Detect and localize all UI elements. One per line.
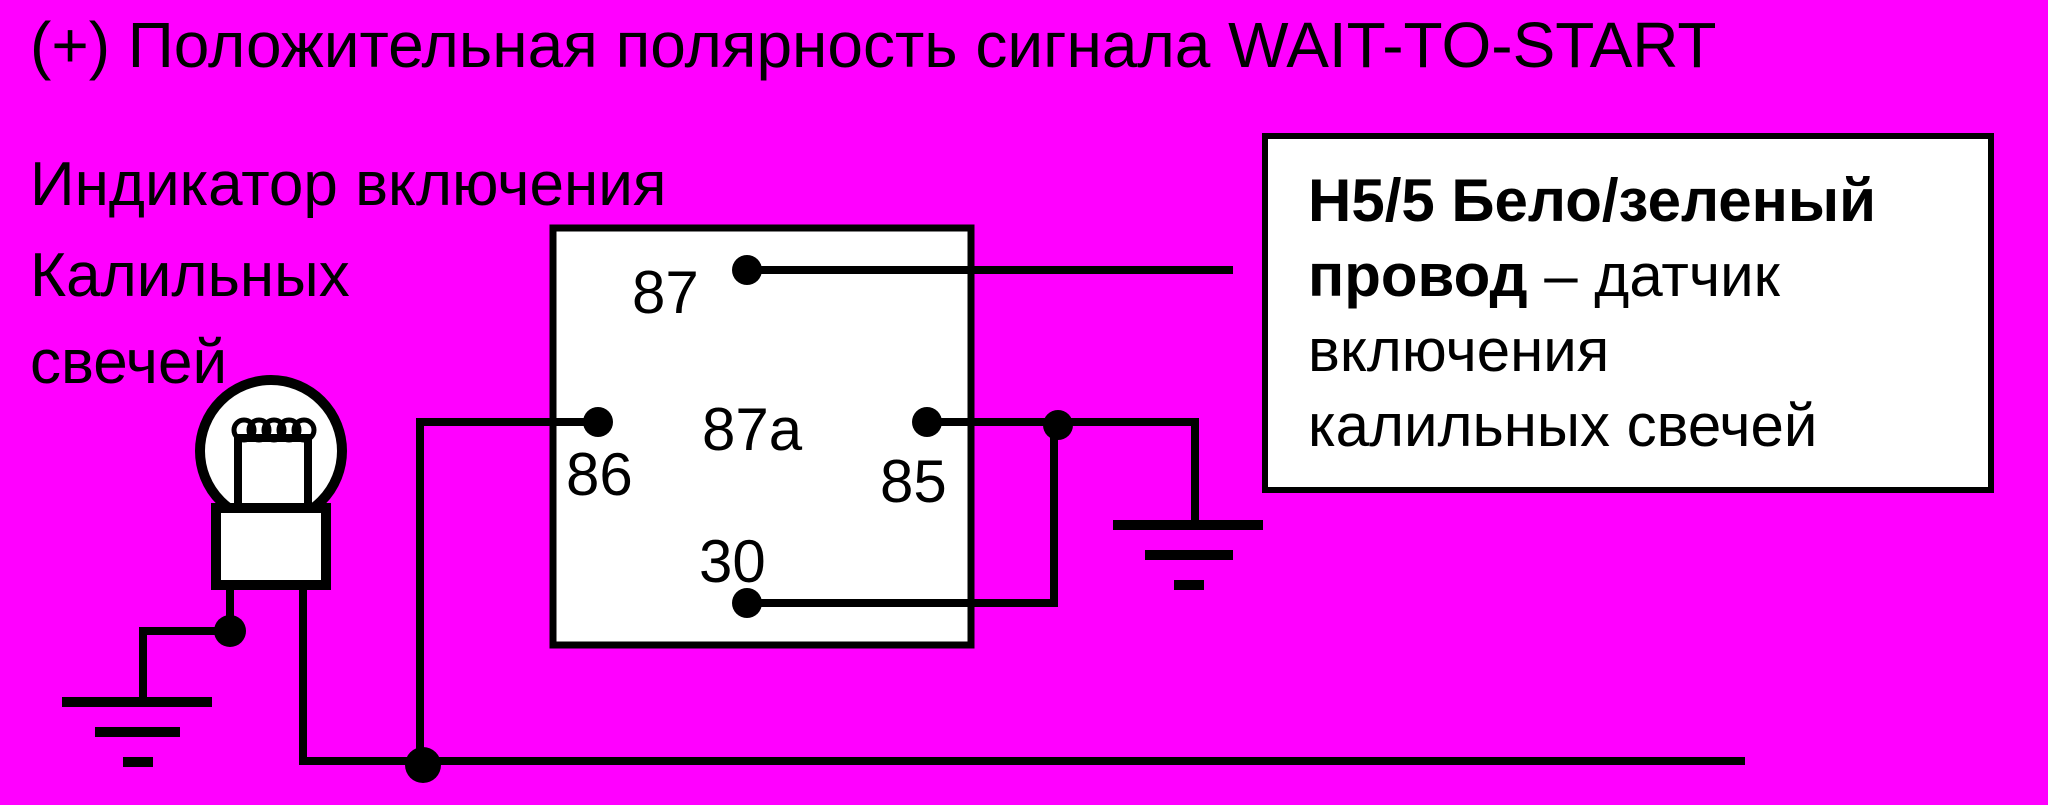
pin-85-label: 85	[880, 448, 947, 515]
pin-87-label: 87	[632, 259, 699, 326]
junction-85-dot	[1043, 410, 1073, 440]
note-line3: включения	[1308, 317, 1610, 384]
pin-86-dot	[583, 407, 613, 437]
diagram-title: (+) Положительная полярность сигнала WAI…	[30, 9, 1717, 81]
wire-86-bus	[416, 418, 598, 765]
pin-30-label: 30	[699, 528, 766, 595]
ground-icon-right	[1113, 520, 1263, 590]
indicator-label-line1: Индикатор включения	[30, 150, 667, 219]
ground-icon-left	[62, 697, 212, 767]
junction-bus-dot	[405, 747, 441, 783]
pin-87-dot	[732, 255, 762, 285]
wire-85-30	[747, 426, 1058, 607]
wire-lamp-ground	[139, 627, 230, 702]
note-line2-rest: – датчик	[1527, 242, 1780, 309]
sensor-note-box: H5/5 Бело/зеленый провод – датчик включе…	[1262, 133, 1994, 493]
indicator-label-line3: свечей	[30, 328, 228, 397]
pin-86-label: 86	[566, 441, 633, 508]
note-line2: провод – датчик	[1308, 238, 1952, 313]
pin-30-dot	[732, 588, 762, 618]
relay-body	[549, 224, 975, 649]
pin-85-dot	[912, 407, 942, 437]
wire-bottom-bus	[299, 585, 1745, 765]
indicator-label-line2: Калильных	[30, 241, 350, 310]
note-line4: калильных свечей	[1308, 392, 1818, 459]
wire-85-ground	[927, 418, 1199, 525]
note-line2-bold: провод	[1308, 242, 1528, 309]
indicator-lamp-icon	[195, 375, 347, 631]
note-line1: H5/5 Бело/зеленый	[1308, 167, 1877, 234]
pin-87a-label: 87a	[702, 396, 803, 463]
